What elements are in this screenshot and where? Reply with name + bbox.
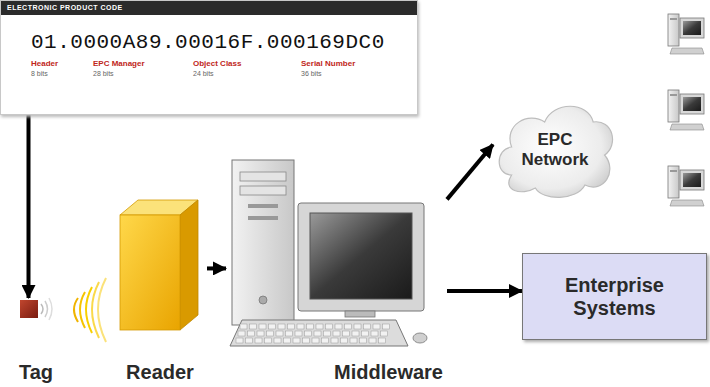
key <box>360 338 367 343</box>
key <box>293 338 300 343</box>
flow-arrow <box>207 266 226 270</box>
tag-node: Tag <box>6 298 66 385</box>
key <box>373 324 380 329</box>
key <box>269 324 276 329</box>
key <box>383 324 390 329</box>
epc-code: 01.0000A89.00016F.000169DC0 <box>31 31 385 55</box>
key <box>362 331 369 336</box>
floppy-slot <box>248 216 278 220</box>
tag-wave <box>45 301 48 317</box>
key <box>276 331 283 336</box>
rfid-tag <box>20 300 38 318</box>
key <box>326 324 333 329</box>
key <box>274 338 281 343</box>
key <box>278 324 285 329</box>
field-size: 24 bits <box>193 70 214 78</box>
key <box>288 324 295 329</box>
key <box>345 324 352 329</box>
key <box>240 324 247 329</box>
key <box>371 331 378 336</box>
field-name: EPC Manager <box>93 59 145 68</box>
key <box>333 331 340 336</box>
key <box>381 331 388 336</box>
key <box>295 331 302 336</box>
network-computer <box>668 90 704 130</box>
monitor-screen <box>310 213 412 299</box>
mouse <box>413 333 427 343</box>
monitor-body <box>298 203 424 311</box>
key <box>267 331 274 336</box>
key <box>284 338 291 343</box>
key <box>286 331 293 336</box>
key <box>265 338 272 343</box>
key <box>246 338 253 343</box>
key <box>364 324 371 329</box>
key <box>305 331 312 336</box>
reader-wave <box>80 292 85 328</box>
key <box>250 324 257 329</box>
key <box>297 324 304 329</box>
field-size: 8 bits <box>31 70 48 78</box>
network-computer <box>668 166 704 206</box>
cloud-label: EPC Network <box>515 130 595 169</box>
key <box>257 331 264 336</box>
network-cloud: EPC Network <box>493 95 617 205</box>
field-name: Header <box>31 59 58 68</box>
key <box>255 338 262 343</box>
key <box>379 338 386 343</box>
field-size: 28 bits <box>93 70 114 78</box>
key <box>307 324 314 329</box>
monitor-stand <box>345 311 375 317</box>
drive-bay <box>240 172 286 181</box>
node-label: Middleware <box>226 361 447 383</box>
key <box>312 338 319 343</box>
key <box>352 331 359 336</box>
box-label: Enterprise Systems <box>535 274 695 320</box>
reader-wave <box>98 278 106 342</box>
field-size: 36 bits <box>301 70 322 78</box>
pc-tower <box>232 160 294 325</box>
key <box>354 324 361 329</box>
cloud-shape <box>499 106 612 197</box>
node-label: Reader <box>113 361 207 383</box>
key <box>314 331 321 336</box>
key <box>322 338 329 343</box>
epc-card: ELECTRONIC PRODUCT CODE 01.0000A89.00016F… <box>0 0 418 115</box>
key <box>303 338 310 343</box>
node-label: Tag <box>6 361 66 383</box>
network-computer <box>668 14 704 54</box>
reader-side <box>180 200 198 330</box>
key <box>259 324 266 329</box>
reader-front <box>120 215 180 330</box>
field-name: Object Class <box>193 59 241 68</box>
system-box: Enterprise Systems <box>522 253 707 340</box>
tag-wave <box>41 304 43 314</box>
reader-node: Reader <box>113 200 207 385</box>
key <box>331 338 338 343</box>
reader-wave <box>74 298 78 322</box>
power-button <box>259 296 267 304</box>
key <box>369 338 376 343</box>
key <box>335 324 342 329</box>
tag-wave <box>49 298 52 320</box>
key <box>341 338 348 343</box>
key <box>324 331 331 336</box>
middleware-node: Middleware <box>226 150 447 385</box>
floppy-slot <box>248 204 278 208</box>
keyboard <box>230 320 408 346</box>
key <box>350 338 357 343</box>
key <box>236 338 243 343</box>
flow-arrow <box>27 115 31 298</box>
key <box>343 331 350 336</box>
flow-arrow <box>447 289 522 293</box>
keyboard-keys <box>236 324 390 343</box>
card-title: ELECTRONIC PRODUCT CODE <box>1 1 417 15</box>
key <box>316 324 323 329</box>
field-name: Serial Number <box>301 59 355 68</box>
drive-bay <box>240 186 286 195</box>
flow-arrow <box>447 145 493 200</box>
key <box>238 331 245 336</box>
key <box>248 331 255 336</box>
